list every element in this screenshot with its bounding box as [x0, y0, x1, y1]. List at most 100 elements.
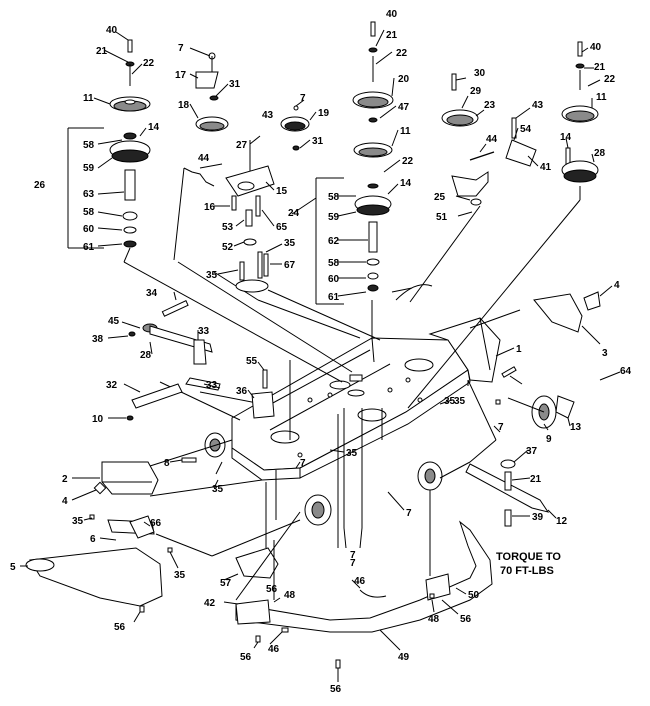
- part-label: 13: [570, 422, 582, 433]
- part-label: 59: [83, 163, 95, 174]
- part-label: 33: [206, 380, 218, 391]
- part-label: 61: [83, 242, 95, 253]
- part-label: 56: [460, 614, 472, 625]
- part-label: 11: [596, 92, 607, 103]
- part-label: 56: [240, 652, 252, 663]
- part-label: 35: [444, 396, 456, 407]
- part-label: 56: [330, 684, 342, 695]
- part-label: 27: [236, 140, 248, 151]
- part-label: 31: [229, 79, 241, 90]
- idler-assembly: [183, 52, 310, 293]
- part-label: 52: [222, 242, 234, 253]
- part-label: 44: [486, 134, 498, 145]
- part-label: 29: [470, 86, 482, 97]
- part-label: 60: [328, 274, 340, 285]
- front-anti-scalp-wheel: [507, 395, 575, 429]
- part-label: 40: [106, 25, 118, 36]
- part-label: 2: [62, 474, 68, 485]
- part-label: 20: [398, 74, 410, 85]
- part-label: 60: [83, 224, 95, 235]
- part-label: 42: [204, 598, 216, 609]
- mower-deck-housing: [231, 337, 471, 481]
- part-label: 56: [114, 622, 126, 633]
- part-label: 4: [62, 496, 68, 507]
- part-number-labels: 40 21 22 11 58 59 63 58 60 61 26 14 7 17…: [10, 9, 632, 695]
- part-label: 35: [454, 396, 466, 407]
- part-label: 33: [198, 326, 210, 337]
- part-label: 31: [312, 136, 324, 147]
- part-label: 16: [204, 202, 216, 213]
- part-label: 35: [346, 448, 358, 459]
- part-label: 11: [400, 126, 411, 137]
- part-label: 40: [386, 9, 398, 20]
- part-label: 38: [92, 334, 104, 345]
- part-label: 30: [474, 68, 486, 79]
- rear-bracket: [251, 369, 275, 419]
- part-label: 11: [83, 93, 94, 104]
- discharge-chute: [101, 461, 159, 495]
- part-label: 53: [222, 222, 234, 233]
- part-label: 22: [402, 156, 414, 167]
- part-label: 56: [266, 584, 278, 595]
- center-spindle-assembly: [315, 21, 394, 305]
- part-label: 14: [560, 132, 572, 143]
- part-label: 63: [83, 189, 95, 200]
- part-label: 32: [106, 380, 118, 391]
- part-label: 36: [236, 386, 248, 397]
- part-label: 14: [148, 122, 160, 133]
- part-label: 28: [594, 148, 606, 159]
- part-label: 58: [328, 258, 340, 269]
- part-label: 7: [498, 422, 504, 433]
- part-label: 64: [620, 366, 632, 377]
- hardware-bolts: [89, 366, 517, 669]
- leader-lines: [20, 29, 621, 682]
- part-label: 3: [602, 348, 608, 359]
- part-label: 22: [396, 48, 408, 59]
- part-label: 58: [83, 140, 95, 151]
- part-label: 5: [10, 562, 16, 573]
- part-label: 48: [428, 614, 440, 625]
- tension-arm-assembly: [441, 73, 537, 206]
- belt-path-lines: [123, 167, 581, 409]
- part-label: 46: [268, 644, 280, 655]
- part-label: 45: [108, 316, 120, 327]
- part-label: 61: [328, 292, 340, 303]
- part-label: 49: [398, 652, 410, 663]
- part-label: 43: [262, 110, 274, 121]
- part-label: 24: [288, 208, 300, 219]
- part-label: 21: [96, 46, 108, 57]
- part-label: 35: [284, 238, 296, 249]
- part-label: 59: [328, 212, 340, 223]
- part-label: 21: [594, 62, 606, 73]
- part-label: 37: [526, 446, 538, 457]
- part-label: 7: [406, 508, 412, 519]
- part-label: 43: [532, 100, 544, 111]
- cutting-blade: [465, 459, 550, 527]
- part-label: 7: [350, 550, 356, 561]
- part-label: 7: [300, 458, 306, 469]
- right-spindle-assembly: [561, 41, 599, 200]
- part-label: 25: [434, 192, 446, 203]
- part-label: 54: [520, 124, 532, 135]
- part-label: 40: [590, 42, 602, 53]
- left-spindle-assembly: [67, 39, 151, 263]
- part-label: 1: [516, 344, 522, 355]
- part-label: 35: [174, 570, 186, 581]
- part-label: 14: [400, 178, 412, 189]
- deck-right-wing: [428, 317, 501, 383]
- part-label: 67: [284, 260, 296, 271]
- part-label: 7: [300, 93, 306, 104]
- part-label: 7: [350, 558, 356, 569]
- part-label: 21: [530, 474, 542, 485]
- part-label: 9: [546, 434, 552, 445]
- part-label: 19: [318, 108, 330, 119]
- part-label: 4: [614, 280, 620, 291]
- part-label: 6: [90, 534, 96, 545]
- part-label: 41: [540, 162, 552, 173]
- part-label: 66: [150, 518, 162, 529]
- baffle-bracket: [235, 547, 279, 579]
- part-label: 50: [468, 590, 480, 601]
- part-label: 17: [175, 70, 187, 81]
- part-label: 22: [143, 58, 155, 69]
